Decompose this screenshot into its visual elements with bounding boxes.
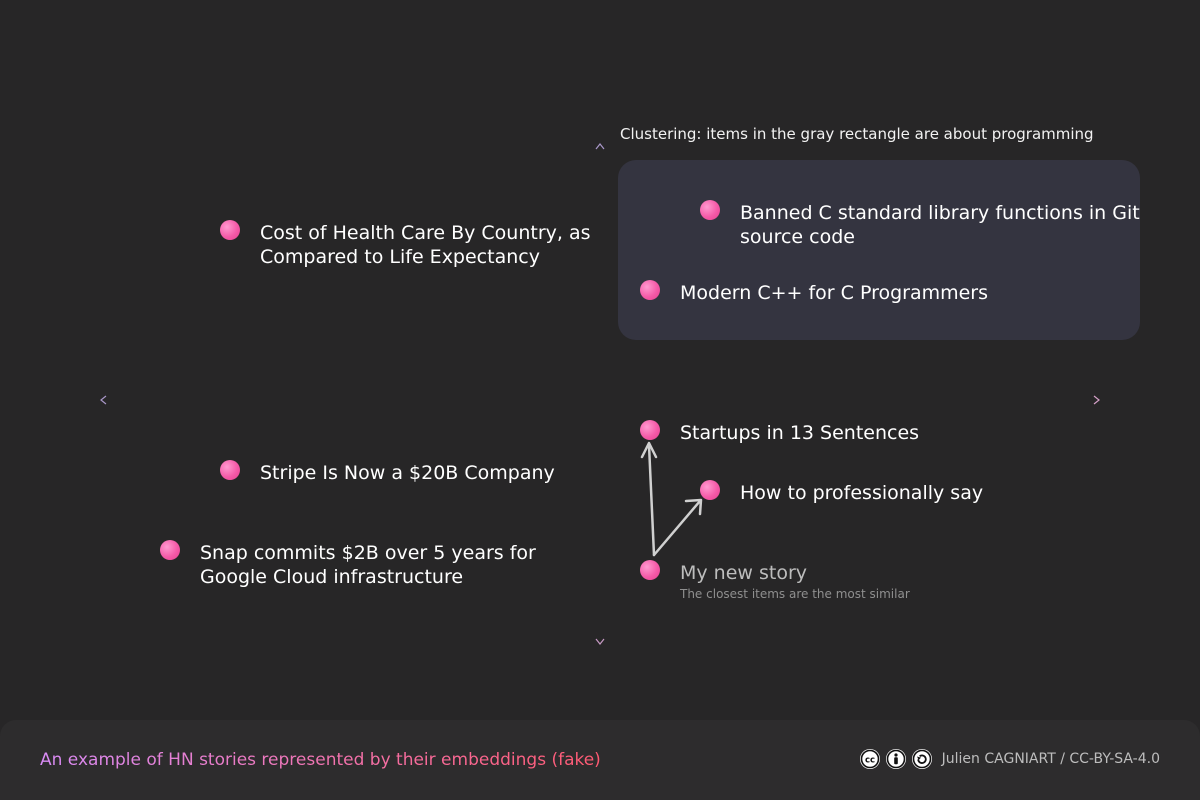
story-label-professionally: How to professionally say (740, 482, 984, 504)
sa-icon (911, 749, 932, 769)
story-dot-snap (160, 540, 180, 560)
y-axis (595, 143, 605, 645)
story-dot-startups (640, 420, 660, 440)
footer: An example of HN stories represented by … (0, 720, 1200, 800)
story-label-startups: Startups in 13 Sentences (680, 422, 920, 444)
story-dot-stripe (220, 460, 240, 480)
programming-cluster (618, 160, 1140, 340)
embedding-diagram: Clustering: items in the gray rectangle … (100, 125, 1140, 645)
license: cc Julien CAGNIART / CC-BY-SA-4.0 (859, 749, 1160, 769)
story-label-new: My new story (680, 562, 808, 584)
arrowhead-professionally (684, 498, 703, 516)
svg-text:cc: cc (865, 756, 875, 766)
by-icon (885, 749, 906, 769)
arrowhead-startups (640, 441, 658, 459)
license-text: Julien CAGNIART / CC-BY-SA-4.0 (941, 751, 1160, 767)
arrow-to-startups (647, 443, 656, 557)
story-dot-professionally (700, 480, 720, 500)
cluster-caption: Clustering: items in the gray rectangle … (620, 125, 1094, 143)
story-dot-modern-cpp (640, 280, 660, 300)
story-label-stripe: Stripe Is Now a $20B Company (260, 462, 555, 484)
arrow-to-professionally (652, 499, 702, 557)
cc-icon: cc (859, 749, 880, 769)
new-story-note: The closest items are the most similar (680, 587, 910, 601)
story-label-snap: Snap commits $2B over 5 years for Google… (200, 542, 536, 588)
footer-title: An example of HN stories represented by … (40, 750, 601, 770)
story-dot-new (640, 560, 660, 580)
story-label-modern-cpp: Modern C++ for C Programmers (680, 282, 989, 304)
story-dot-banned-c (700, 200, 720, 220)
story-dot-health (220, 220, 240, 240)
axes (100, 143, 1100, 645)
story-label-banned-c: Banned C standard library functions in G… (740, 202, 1140, 248)
story-label-health: Cost of Health Care By Country, as Compa… (260, 222, 591, 268)
similarity-arrows (640, 441, 703, 557)
